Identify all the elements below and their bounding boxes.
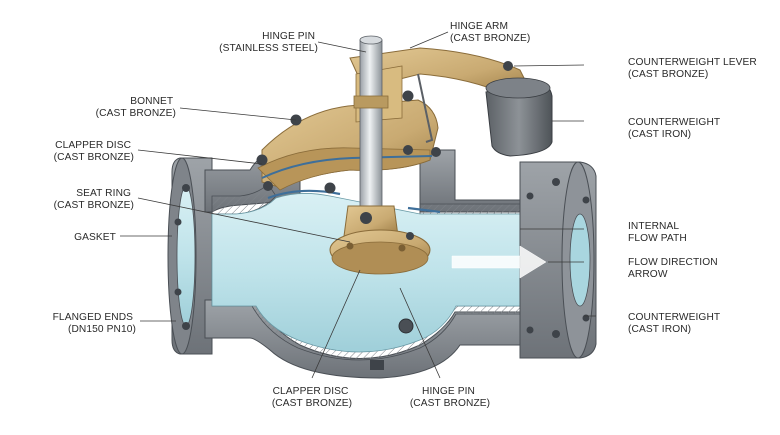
label-seat-ring: SEAT RING (CAST BRONZE) [54, 188, 134, 211]
label-counterweight-lever: COUNTERWEIGHT LEVER (CAST BRONZE) [628, 57, 760, 80]
label-bonnet: BONNET (CAST BRONZE) [96, 96, 176, 119]
label-clapper-disc-left: CLAPPER DISC (CAST BRONZE) [54, 140, 134, 163]
label-internal-flow-path: INTERNAL FLOW PATH [628, 221, 687, 244]
callout-labels: HINGE PIN (STAINLESS STEEL) HINGE ARM (C… [53, 21, 760, 409]
bonnet [256, 90, 441, 194]
label-flanged-ends: FLANGED ENDS (DN150 PN10) [53, 312, 136, 335]
label-gasket: GASKET [74, 232, 116, 243]
label-counterweight-top: COUNTERWEIGHT (CAST IRON) [628, 117, 723, 140]
label-hinge-pin-top: HINGE PIN (STAINLESS STEEL) [219, 31, 318, 54]
hinge-pin-shaft [353, 35, 389, 227]
label-hinge-pin-bottom: HINGE PIN (CAST BRONZE) [410, 386, 490, 409]
label-counterweight-bottom: COUNTERWEIGHT (CAST IRON) [628, 312, 723, 335]
label-flow-direction-arrow: FLOW DIRECTION ARROW [628, 257, 721, 280]
label-clapper-disc-bottom: CLAPPER DISC (CAST BRONZE) [272, 386, 352, 409]
label-hinge-arm: HINGE ARM (CAST BRONZE) [450, 21, 530, 44]
body-bolt-icon [398, 318, 414, 334]
right-flange [519, 161, 597, 359]
clapper-disc [329, 205, 431, 275]
flow-direction-arrow-icon [451, 245, 547, 279]
counterweight [485, 77, 553, 157]
drain-plug-icon [370, 360, 384, 370]
leader-lines [120, 31, 596, 379]
